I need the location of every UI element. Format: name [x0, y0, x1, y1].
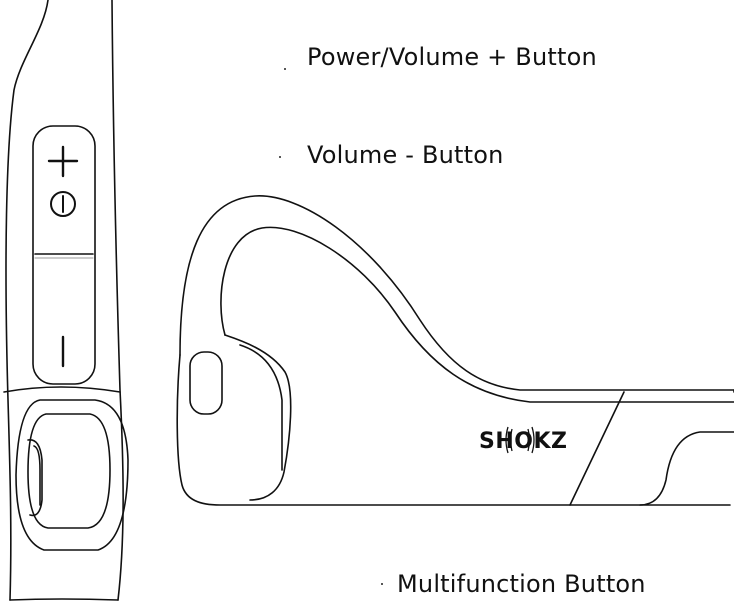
leader-dot-multifunction — [381, 583, 383, 585]
label-volume-minus: Volume - Button — [307, 141, 504, 169]
label-power-volume-plus: Power/Volume + Button — [307, 43, 597, 71]
side-view-ear-pad — [15, 399, 129, 551]
brand-logo-text: SHOKZ — [479, 429, 567, 454]
headphone-body — [176, 195, 734, 506]
brand-logo: SHOKZ — [479, 426, 567, 454]
power-icon — [50, 191, 76, 217]
leader-dot-power — [284, 68, 286, 70]
volume-button-panel — [32, 125, 96, 385]
plus-icon — [47, 145, 79, 178]
label-multifunction: Multifunction Button — [397, 570, 646, 598]
multifunction-button — [189, 351, 223, 415]
side-view-housing — [3, 0, 124, 601]
leader-dot-volume-minus — [279, 156, 281, 158]
